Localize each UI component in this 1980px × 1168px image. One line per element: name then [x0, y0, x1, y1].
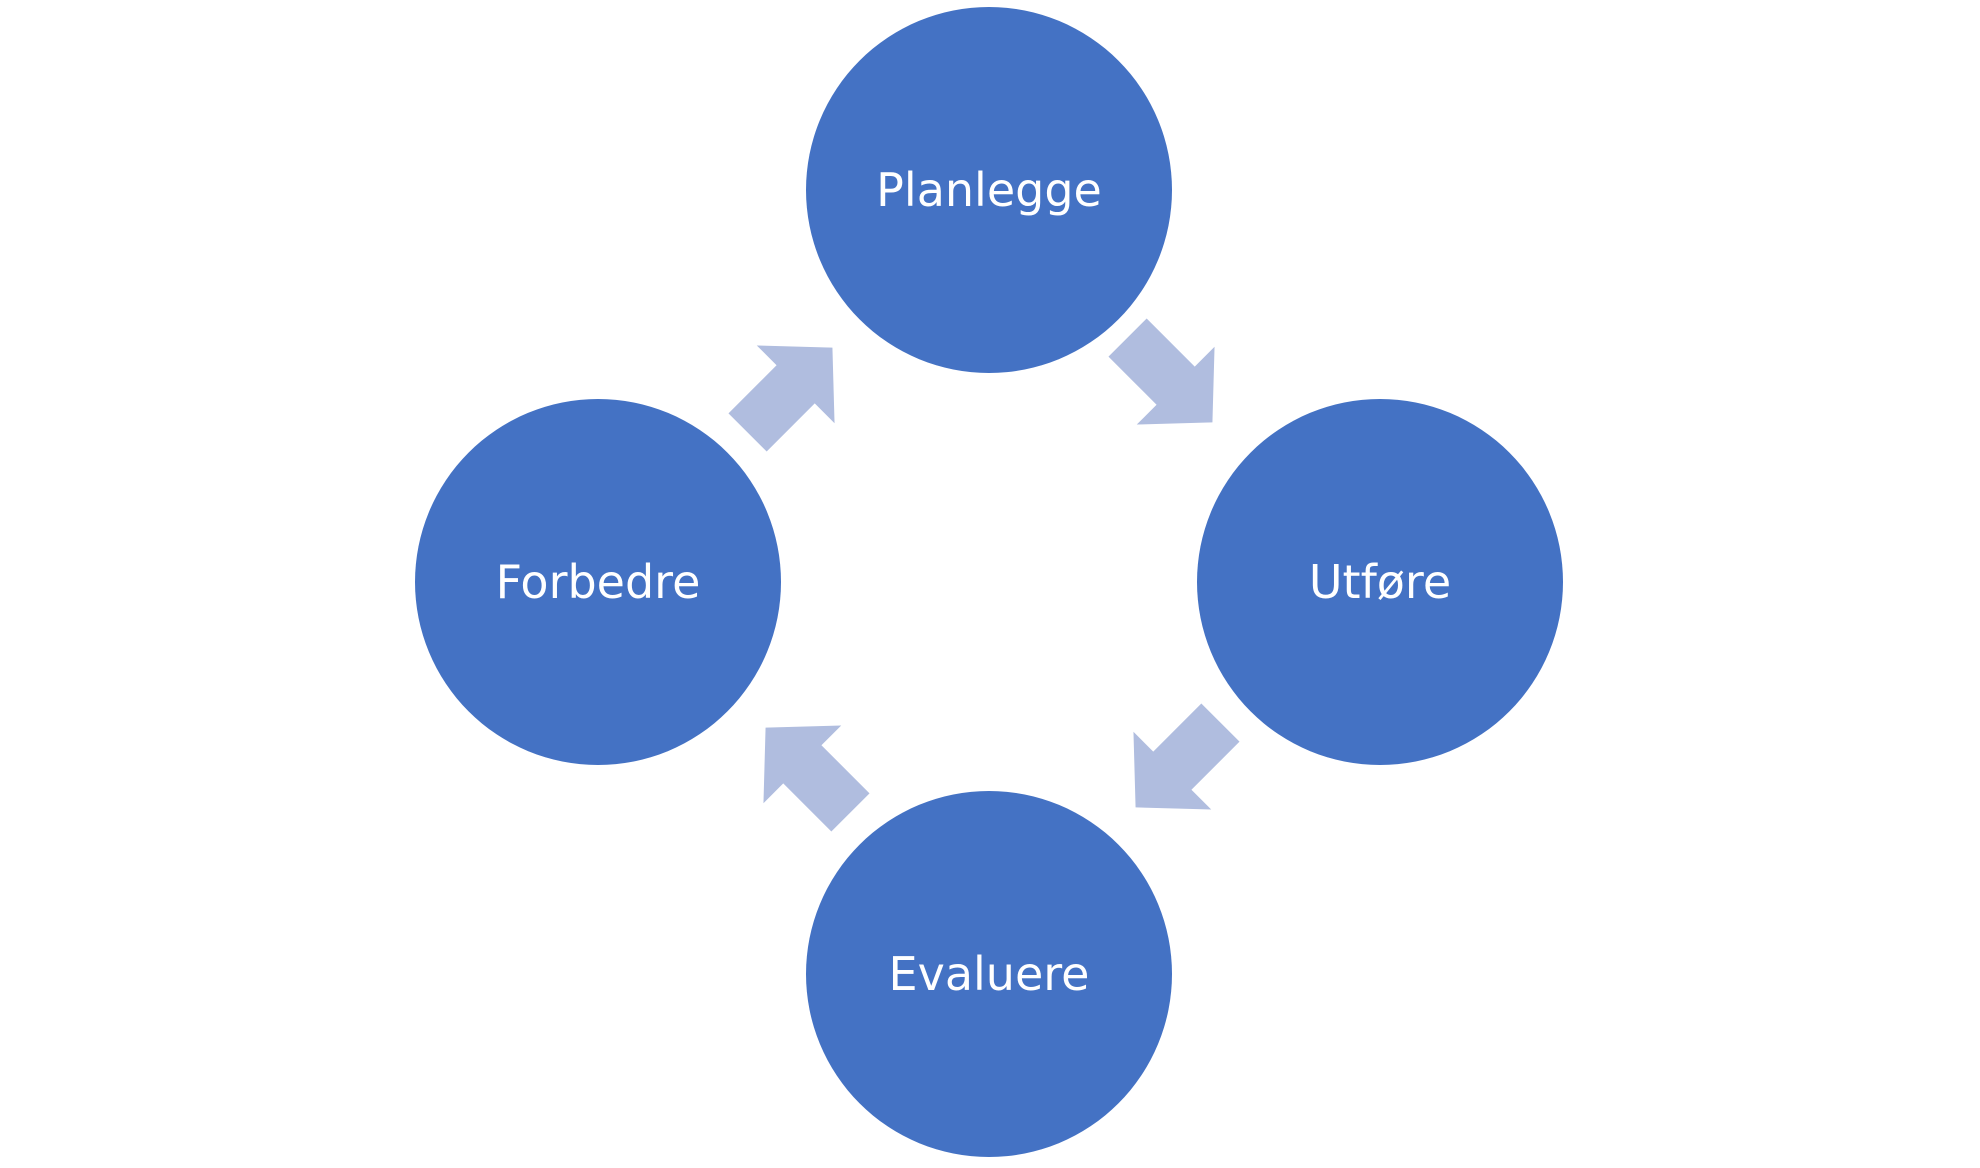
- arrow-utfore-to-evaluere-icon: [1096, 683, 1260, 847]
- arrow-forbedre-to-planlegge-icon: [708, 308, 872, 472]
- stage-label-forbedre: Forbedre: [496, 555, 701, 609]
- arrow-evaluere-to-forbedre-icon: [726, 688, 890, 852]
- stage-circle-planlegge: [806, 7, 1172, 373]
- stage-label-planlegge: Planlegge: [876, 163, 1102, 217]
- stage-circle-forbedre: [415, 399, 781, 765]
- stage-circle-utfore: [1197, 399, 1563, 765]
- stage-circle-evaluere: [806, 791, 1172, 1157]
- stage-label-evaluere: Evaluere: [889, 947, 1090, 1001]
- stage-label-utfore: Utføre: [1309, 555, 1451, 609]
